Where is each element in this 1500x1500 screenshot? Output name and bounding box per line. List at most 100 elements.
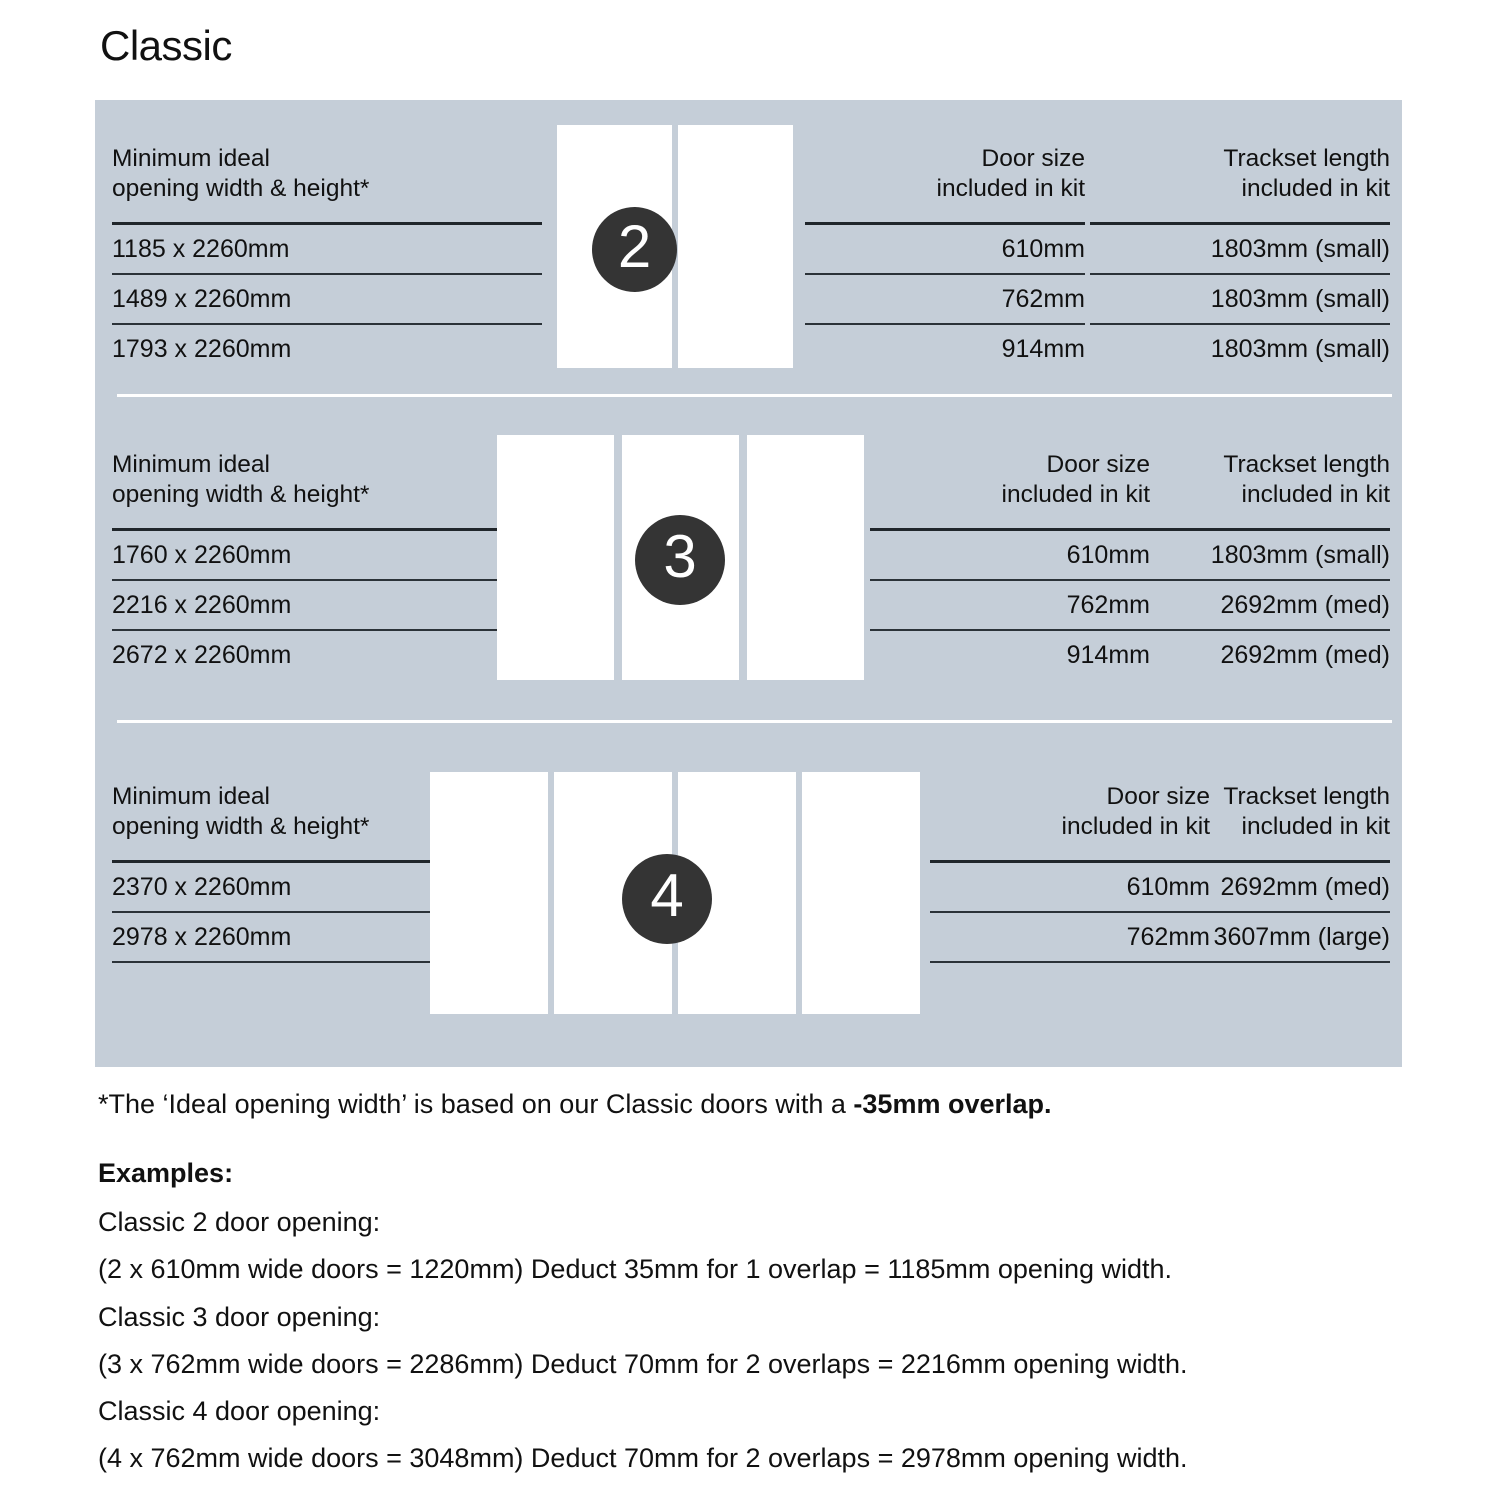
cell-trackset: 1803mm (small) bbox=[1210, 285, 1390, 313]
table-row: 2692mm (med) bbox=[1090, 631, 1391, 679]
door-size-column-2door: Door size included in kit 610mm 762mm 91… bbox=[805, 144, 1085, 373]
row-rule bbox=[112, 629, 502, 631]
table-row: 1185 x 2260mm bbox=[112, 225, 542, 275]
column-header-opening: Minimum ideal opening width & height* bbox=[112, 451, 370, 508]
row-rule bbox=[112, 911, 437, 913]
column-header-trackset: Trackset length included in kit bbox=[1223, 451, 1390, 508]
row-rule bbox=[1090, 911, 1390, 913]
table-row: 2692mm (med) bbox=[1090, 581, 1390, 631]
door-panel bbox=[678, 125, 793, 368]
trackset-column-2door: Trackset length included in kit 1803mm (… bbox=[1090, 144, 1390, 373]
cell-trackset: 2692mm (med) bbox=[1220, 641, 1391, 669]
cell-trackset: 1803mm (small) bbox=[1210, 235, 1390, 263]
footnote-plain: *The ‘Ideal opening width’ is based on o… bbox=[98, 1089, 854, 1119]
row-rule bbox=[870, 629, 1150, 631]
header-rule bbox=[870, 528, 1150, 531]
door-panel bbox=[747, 435, 864, 680]
row-rule bbox=[1090, 273, 1390, 275]
door-diagram-3 bbox=[497, 435, 864, 680]
page-title: Classic bbox=[100, 22, 232, 69]
row-rule bbox=[112, 323, 542, 325]
row-rule bbox=[1090, 579, 1390, 581]
section-divider bbox=[95, 393, 1402, 398]
door-count-label: 2 bbox=[617, 212, 652, 280]
header-rule bbox=[805, 222, 1085, 225]
row-rule bbox=[1090, 961, 1390, 963]
table-row: 762mm bbox=[870, 581, 1150, 631]
door-size-column-3door: Door size included in kit 610mm 762mm 91… bbox=[870, 450, 1150, 679]
trackset-column-4door: Trackset length included in kit 2692mm (… bbox=[1090, 782, 1390, 963]
door-panel bbox=[497, 435, 614, 680]
cell-trackset: 1803mm (small) bbox=[1210, 541, 1390, 569]
example-line: Classic 4 door opening: bbox=[98, 1396, 381, 1426]
table-row: 2216 x 2260mm bbox=[112, 581, 502, 631]
header-rule bbox=[1090, 222, 1390, 225]
table-row: 1803mm (small) bbox=[1090, 225, 1390, 275]
section-2-door: Minimum ideal opening width & height* 11… bbox=[95, 100, 1402, 393]
cell-opening: 2216 x 2260mm bbox=[112, 591, 292, 619]
door-count-badge: 2 bbox=[592, 207, 677, 292]
table-row: 2370 x 2260mm bbox=[112, 863, 437, 913]
table-row: 1760 x 2260mm bbox=[112, 531, 502, 581]
opening-column-2door: Minimum ideal opening width & height* 11… bbox=[112, 144, 542, 373]
column-header-door-size: Door size included in kit bbox=[1001, 451, 1150, 508]
row-rule bbox=[805, 323, 1085, 325]
door-count-label: 3 bbox=[663, 523, 697, 590]
cell-opening: 1185 x 2260mm bbox=[112, 235, 290, 263]
cell-door-size: 914mm bbox=[1066, 641, 1150, 669]
header-rule bbox=[112, 860, 437, 863]
header-rule bbox=[112, 528, 502, 531]
row-rule bbox=[930, 911, 1210, 913]
cell-opening: 2978 x 2260mm bbox=[112, 923, 292, 951]
column-header-opening: Minimum ideal opening width & height* bbox=[112, 783, 370, 840]
row-rule bbox=[1090, 323, 1390, 325]
footnote-bold: -35mm overlap. bbox=[853, 1089, 1052, 1119]
cell-opening: 1760 x 2260mm bbox=[112, 541, 292, 569]
row-rule bbox=[805, 273, 1085, 275]
specs-panel: Minimum ideal opening width & height* 11… bbox=[95, 100, 1402, 1067]
section-3-door: Minimum ideal opening width & height* 17… bbox=[95, 398, 1402, 719]
table-row: 2978 x 2260mm bbox=[112, 913, 437, 963]
table-row: 762mm bbox=[805, 275, 1085, 325]
door-panel bbox=[802, 772, 920, 1014]
header-rule bbox=[1090, 528, 1390, 531]
table-row: 1793 x 2260mm bbox=[112, 325, 542, 373]
table-row: 610mm bbox=[805, 225, 1085, 275]
row-rule bbox=[112, 579, 502, 581]
opening-column-3door: Minimum ideal opening width & height* 17… bbox=[112, 450, 502, 679]
cell-door-size: 762mm bbox=[1066, 591, 1150, 619]
cell-door-size: 762mm bbox=[1001, 285, 1085, 313]
cell-opening: 2370 x 2260mm bbox=[112, 873, 292, 901]
row-rule bbox=[112, 273, 542, 275]
section-divider bbox=[95, 719, 1402, 724]
cell-door-size: 762mm bbox=[1126, 923, 1210, 951]
example-line: (3 x 762mm wide doors = 2286mm) Deduct 7… bbox=[98, 1349, 1188, 1379]
header-rule bbox=[112, 222, 542, 225]
row-rule bbox=[870, 579, 1150, 581]
table-row: 914mm bbox=[870, 631, 1150, 679]
row-rule bbox=[112, 961, 437, 963]
table-row: 1489 x 2260mm bbox=[112, 275, 542, 325]
table-row: 3607mm (large) bbox=[1090, 913, 1390, 963]
door-count-badge: 4 bbox=[622, 854, 712, 944]
footnote: *The ‘Ideal opening width’ is based on o… bbox=[98, 1087, 1052, 1121]
cell-opening: 2672 x 2260mm bbox=[112, 641, 292, 669]
example-line: Classic 3 door opening: bbox=[98, 1302, 381, 1332]
cell-trackset: 1803mm (small) bbox=[1210, 335, 1390, 363]
cell-door-size: 610mm bbox=[1001, 235, 1085, 263]
table-row: 2672 x 2260mm bbox=[112, 631, 502, 679]
example-line: (2 x 610mm wide doors = 1220mm) Deduct 3… bbox=[98, 1254, 1173, 1284]
column-header-door-size: Door size included in kit bbox=[936, 145, 1085, 202]
example-line: Classic 2 door opening: bbox=[98, 1207, 381, 1237]
row-rule bbox=[930, 961, 1210, 963]
column-header-trackset: Trackset length included in kit bbox=[1223, 145, 1390, 202]
example-line: (4 x 762mm wide doors = 3048mm) Deduct 7… bbox=[98, 1443, 1188, 1473]
opening-column-4door: Minimum ideal opening width & height* 23… bbox=[112, 782, 437, 963]
cell-opening: 1489 x 2260mm bbox=[112, 285, 292, 313]
section-4-door: Minimum ideal opening width & height* 23… bbox=[95, 724, 1402, 1077]
door-size-column-4door: Door size included in kit 610mm 762mm bbox=[930, 782, 1210, 963]
table-row: 1803mm (small) bbox=[1090, 325, 1390, 373]
header-rule bbox=[1090, 860, 1390, 863]
column-header-door-size: Door size included in kit bbox=[1061, 783, 1210, 840]
